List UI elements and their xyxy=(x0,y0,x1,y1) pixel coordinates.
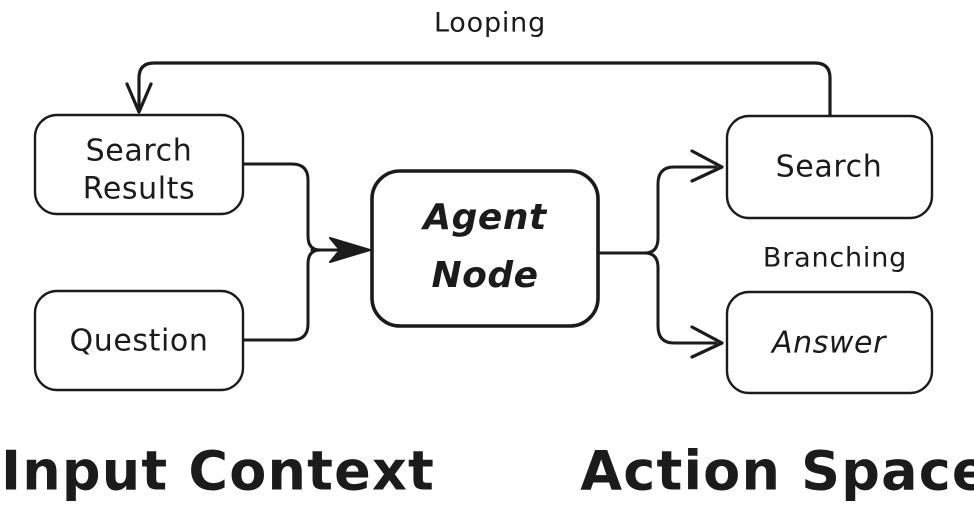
node-agent-node-label-line2: Node xyxy=(431,255,538,296)
edge-label-looping: Looping xyxy=(434,8,546,39)
edge-looping xyxy=(125,61,832,118)
node-search[interactable]: Search xyxy=(725,114,934,220)
edge-merge-arrowhead xyxy=(329,237,371,263)
node-agent-node-box[interactable] xyxy=(370,169,600,328)
edge-answer-arrowhead xyxy=(690,325,724,359)
edge-search-results-to-agent xyxy=(242,162,322,252)
node-answer-box[interactable] xyxy=(725,290,934,395)
edge-agent-to-search xyxy=(643,165,718,255)
edge-search-arrowhead xyxy=(690,149,724,183)
edge-agent-to-answer xyxy=(643,251,718,345)
node-search-results-box[interactable] xyxy=(33,113,245,216)
node-search-results-label-line1: Search xyxy=(86,134,193,169)
edge-inputs-to-agent xyxy=(242,162,371,342)
node-question-box[interactable] xyxy=(33,289,245,392)
node-answer[interactable]: Answer xyxy=(725,290,934,395)
edge-agent-to-actions xyxy=(597,149,724,359)
node-agent-node-label-line1: Agent xyxy=(420,197,548,238)
node-search-box[interactable] xyxy=(725,114,934,220)
node-agent-node[interactable]: Agent Node xyxy=(370,169,600,328)
edge-looping-arrowhead xyxy=(125,82,153,114)
node-search-label: Search xyxy=(776,150,883,185)
edge-looping-path xyxy=(137,61,832,118)
node-answer-label: Answer xyxy=(770,326,887,361)
node-question[interactable]: Question xyxy=(33,289,245,392)
edge-label-branching: Branching xyxy=(763,243,907,274)
edge-question-to-agent xyxy=(242,248,322,342)
section-label-action-space: Action Space xyxy=(580,440,974,503)
node-search-results[interactable]: Search Results xyxy=(33,113,245,216)
section-label-input-context: Input Context xyxy=(1,440,435,503)
node-question-label: Question xyxy=(70,324,209,359)
node-search-results-label-line2: Results xyxy=(83,172,196,207)
